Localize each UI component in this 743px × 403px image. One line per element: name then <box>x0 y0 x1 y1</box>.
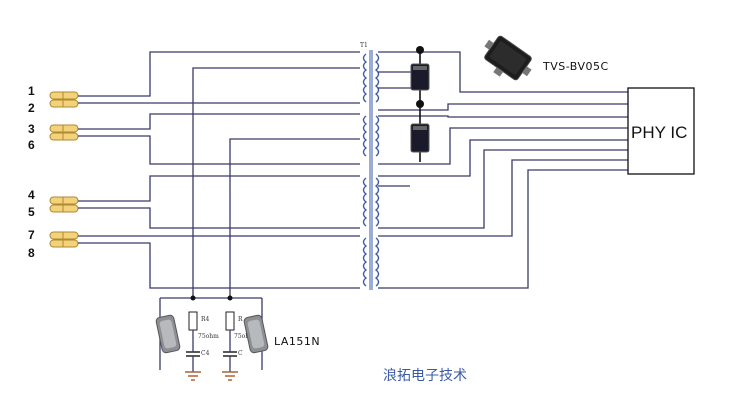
junction-dot <box>416 100 424 108</box>
ground-icon <box>185 371 201 381</box>
capacitor-label-1: C4 <box>201 350 210 357</box>
termination-network: R4 75ohm R 75oh C4 C <box>155 295 269 381</box>
line-side-wiring <box>78 51 360 298</box>
phy-ic: PHY IC <box>627 87 695 175</box>
tvs-diode-1 <box>410 63 430 91</box>
ground-icon <box>222 371 238 381</box>
tvs-package-icon <box>484 35 532 81</box>
connector-pair-3-6 <box>49 124 79 141</box>
pin-label-1: 1 <box>28 84 35 98</box>
tvs-diode-2 <box>410 123 430 153</box>
resistor-value-1: 75ohm <box>198 333 219 340</box>
pin-label-7: 7 <box>28 228 35 242</box>
pin-label-6: 6 <box>28 138 35 152</box>
connector-pair-7-8 <box>49 231 79 248</box>
connector-pair-4-5 <box>49 196 79 213</box>
resistor-r5 <box>225 311 235 331</box>
surge-arrester-2 <box>243 314 269 354</box>
resistor-r4 <box>188 311 198 331</box>
pin-label-5: 5 <box>28 205 35 219</box>
resistor-value-2: 75oh <box>234 333 249 340</box>
pin-label-2: 2 <box>28 101 35 115</box>
rj45-connector <box>49 91 79 248</box>
tvs-protection <box>410 46 430 162</box>
resistor-label-1: R4 <box>201 316 210 323</box>
pin-label-3: 3 <box>28 122 35 136</box>
watermark-text: 浪拓电子技术 <box>383 368 467 384</box>
connector-pair-1-2 <box>49 91 79 108</box>
pin-label-4: 4 <box>28 188 35 202</box>
pin-label-8: 8 <box>28 246 35 260</box>
resistor-label-2: R <box>238 316 243 323</box>
surge-arrester-label: LA151N <box>274 335 320 348</box>
capacitor-label-2: C <box>238 350 243 357</box>
transformer-label: T1 <box>360 42 368 49</box>
isolation-transformers: T1 <box>360 42 380 290</box>
tvs-part-label: TVS-BV05C <box>542 60 609 73</box>
junction-dot <box>416 46 424 54</box>
phy-ic-label: PHY IC <box>631 123 687 142</box>
surge-arrester-1 <box>155 314 181 354</box>
